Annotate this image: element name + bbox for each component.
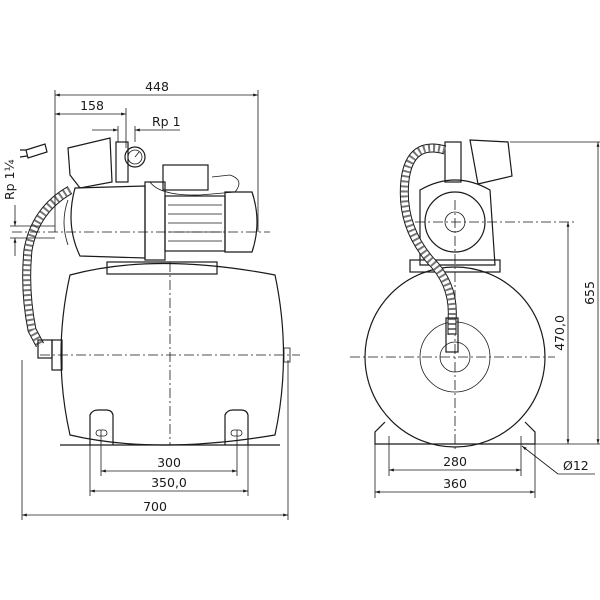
- pressure-gauge-icon: [124, 146, 146, 168]
- foot-left: [89, 409, 114, 445]
- dimension-470: 470,0: [552, 221, 570, 444]
- front-view: 448 158 Rp 1 Rp 1¼ 300: [2, 79, 300, 520]
- dimension-label: 448: [145, 79, 169, 94]
- dimension-rp1: Rp 1: [92, 114, 181, 142]
- dimension-300: 300: [100, 430, 238, 476]
- pump-housing: [70, 185, 146, 259]
- pressure-switch: [67, 137, 113, 189]
- dimension-hole-diameter: Ø12: [521, 445, 595, 475]
- dimension-label: 350,0: [151, 475, 187, 490]
- dimension-label: 655: [582, 281, 597, 305]
- dimension-655: 655: [510, 141, 600, 445]
- dimension-360: 360: [374, 444, 536, 498]
- dimension-158: 158: [55, 98, 127, 148]
- power-plug-icon: [19, 143, 48, 159]
- dimension-700: 700: [21, 360, 289, 520]
- dimension-label: 700: [143, 499, 167, 514]
- foot-right: [224, 409, 249, 445]
- dimension-label: 360: [443, 476, 467, 491]
- dimension-label: 300: [157, 455, 181, 470]
- dimension-label: 280: [443, 454, 467, 469]
- dimension-label: Rp 1¼: [2, 159, 17, 200]
- dimension-350: 350,0: [89, 445, 249, 496]
- dimension-rp114: Rp 1¼: [2, 159, 55, 256]
- dimension-label: 158: [80, 98, 104, 113]
- dimension-label: Ø12: [563, 458, 589, 473]
- side-view: 655 470,0 280 360 Ø12: [350, 139, 600, 498]
- tank-outline: [60, 262, 285, 446]
- dimension-448: 448: [54, 79, 259, 232]
- motor: [162, 164, 258, 253]
- dimension-label: Rp 1: [152, 114, 181, 129]
- dimension-280: 280: [388, 436, 522, 476]
- dimension-label: 470,0: [552, 315, 567, 351]
